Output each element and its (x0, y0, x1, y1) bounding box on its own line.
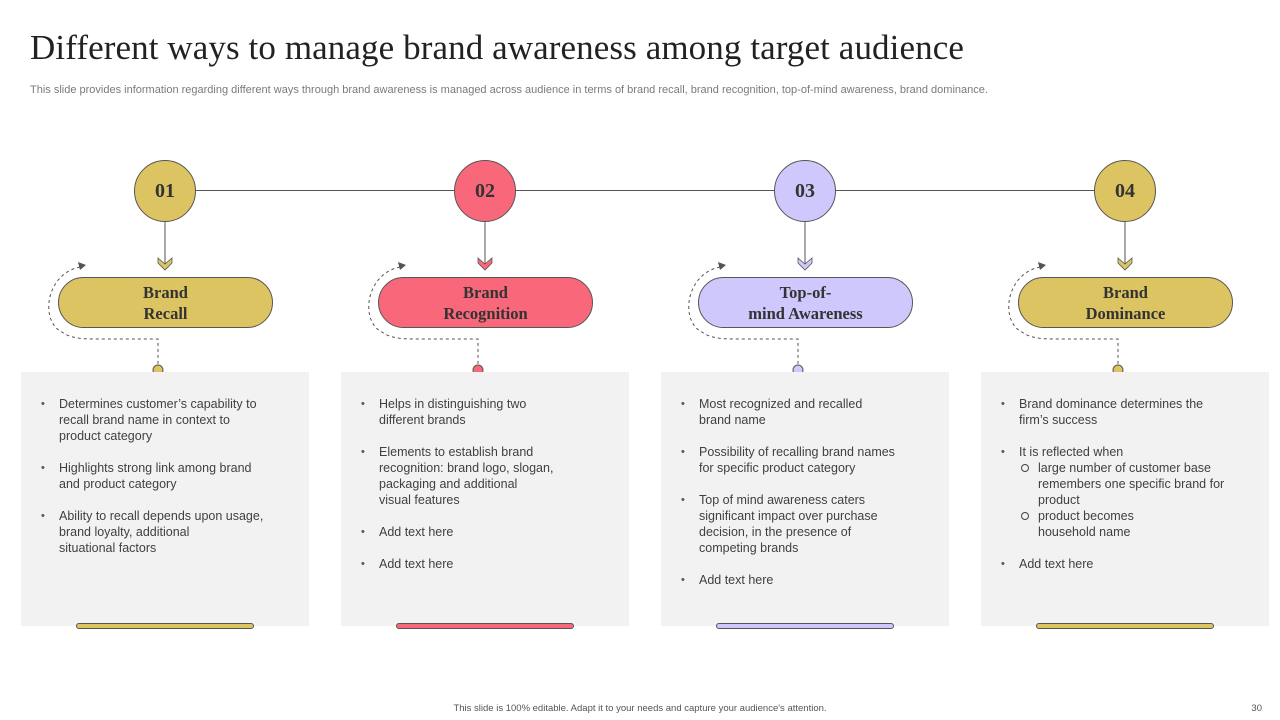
bullet-text: Add text here (1019, 557, 1094, 571)
step-label-pill: Brand Recognition (378, 277, 593, 328)
step-number-circle: 01 (134, 160, 196, 222)
bullet-item: Possibility of recalling brand names for… (681, 444, 929, 476)
sub-bullet-item: product becomes household name (1021, 508, 1249, 540)
bullet-item: Most recognized and recalled brand name (681, 396, 929, 428)
bullet-item: Add text here (1001, 556, 1249, 572)
step-label-pill: Brand Recall (58, 277, 273, 328)
page-subtitle: This slide provides information regardin… (30, 84, 988, 96)
card-accent-bar (396, 623, 574, 629)
sub-bullet-item: large number of customer base remembers … (1021, 460, 1249, 508)
bullet-text: Helps in distinguishing two different br… (379, 397, 527, 427)
bullet-list: Determines customer’s capability to reca… (21, 372, 309, 556)
sub-bullet-list: large number of customer base remembers … (1019, 460, 1249, 540)
bullet-text: Elements to establish brand recognition:… (379, 445, 554, 507)
bullet-item: Add text here (681, 572, 929, 588)
bullet-text: Brand dominance determines the firm’s su… (1019, 397, 1204, 427)
bullet-item: Ability to recall depends upon usage, br… (41, 508, 289, 556)
bullet-list: Helps in distinguishing two different br… (341, 372, 629, 572)
card-accent-bar (76, 623, 254, 629)
card-accent-bar (716, 623, 894, 629)
bullet-text: Highlights strong link among brand and p… (59, 461, 252, 491)
page-title: Different ways to manage brand awareness… (30, 28, 964, 67)
down-arrow-icon (157, 222, 173, 271)
bullet-text: Add text here (379, 557, 454, 571)
bullet-item: Add text here (361, 524, 609, 540)
bullet-text: Ability to recall depends upon usage, br… (59, 509, 264, 555)
step-description-card: Helps in distinguishing two different br… (341, 372, 629, 626)
bullet-item: Add text here (361, 556, 609, 572)
step-description-card: Most recognized and recalled brand nameP… (661, 372, 949, 626)
down-arrow-icon (1117, 222, 1133, 271)
bullet-text: It is reflected when (1019, 445, 1124, 459)
bullet-text: Possibility of recalling brand names for… (699, 445, 895, 475)
bullet-list: Most recognized and recalled brand nameP… (661, 372, 949, 588)
bullet-text: Most recognized and recalled brand name (699, 397, 863, 427)
bullet-item: Determines customer’s capability to reca… (41, 396, 289, 444)
timeline-connector-line (165, 190, 1125, 191)
bullet-list: Brand dominance determines the firm’s su… (981, 372, 1269, 572)
footer-note: This slide is 100% editable. Adapt it to… (453, 703, 827, 714)
bullet-text: Add text here (699, 573, 774, 587)
bullet-item: Elements to establish brand recognition:… (361, 444, 609, 508)
down-arrow-icon (477, 222, 493, 271)
step-description-card: Determines customer’s capability to reca… (21, 372, 309, 626)
bullet-item: Highlights strong link among brand and p… (41, 460, 289, 492)
bullet-text: Top of mind awareness caters significant… (699, 493, 878, 555)
down-arrow-icon (797, 222, 813, 271)
step-label-pill: Brand Dominance (1018, 277, 1233, 328)
bullet-item: Brand dominance determines the firm’s su… (1001, 396, 1249, 428)
bullet-item: Helps in distinguishing two different br… (361, 396, 609, 428)
step-number-circle: 02 (454, 160, 516, 222)
bullet-item: Top of mind awareness caters significant… (681, 492, 929, 556)
step-description-card: Brand dominance determines the firm’s su… (981, 372, 1269, 626)
page-number: 30 (1251, 703, 1262, 714)
step-number-circle: 04 (1094, 160, 1156, 222)
bullet-text: Determines customer’s capability to reca… (59, 397, 257, 443)
bullet-text: Add text here (379, 525, 454, 539)
step-number-circle: 03 (774, 160, 836, 222)
card-accent-bar (1036, 623, 1214, 629)
step-label-pill: Top-of- mind Awareness (698, 277, 913, 328)
